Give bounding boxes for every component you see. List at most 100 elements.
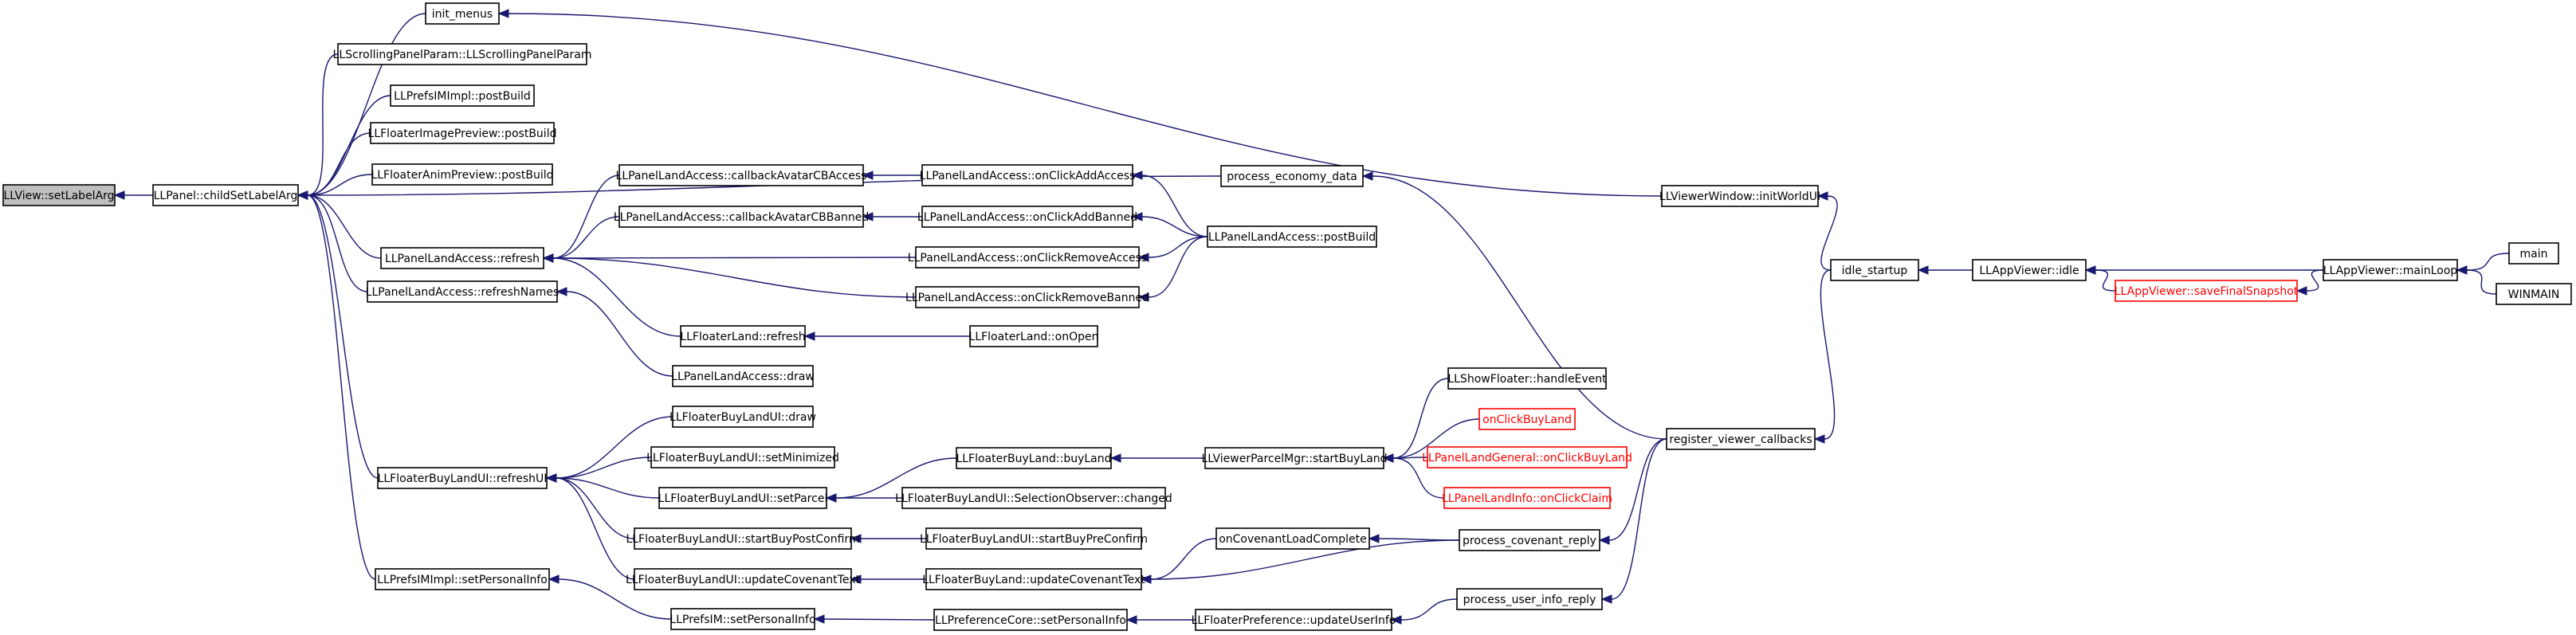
node-pla-on-click-remove-banned[interactable]: LLPanelLandAccess::onClickRemoveBanned <box>905 286 1149 308</box>
node-fblui-set-minimized[interactable]: LLFloaterBuyLandUI::setMinimized <box>646 446 839 468</box>
node-label: onCovenantLoadComplete <box>1219 533 1367 546</box>
node-box <box>1972 259 2087 281</box>
arrowhead <box>542 253 554 263</box>
node-box <box>921 206 1133 228</box>
node-fblui-refresh-ui[interactable]: LLFloaterBuyLandUI::refreshUI <box>377 467 548 489</box>
edge-process-user-info-reply-to-fpref-update-user-info <box>1390 598 1458 625</box>
edge-line <box>307 194 379 479</box>
node-fbl-update-covenant-text[interactable]: LLFloaterBuyLand::updateCovenantText <box>922 568 1145 590</box>
arrowhead <box>1390 615 1402 625</box>
node-label: LLAppViewer::mainLoop <box>2323 265 2458 277</box>
arrowhead <box>825 493 837 503</box>
arrowhead <box>862 212 874 221</box>
node-label: LLFloaterPreference::updateUserInfo <box>1192 614 1396 627</box>
edge-line <box>1392 457 1428 459</box>
node-fblui-start-buy-pre-confirm[interactable]: LLFloaterBuyLandUI::startBuyPreConfirm <box>920 527 1148 550</box>
node-prefs-im-post-build[interactable]: LLPrefsIMImpl::postBuild <box>390 84 535 107</box>
node-cb-avatar-access[interactable]: LLPanelLandAccess::callbackAvatarCBAcces… <box>616 164 867 186</box>
node-pla-refresh[interactable]: LLPanelLandAccess::refresh <box>380 247 544 269</box>
node-label: register_viewer_callbacks <box>1669 433 1812 446</box>
node-fpref-update-user-info[interactable]: LLFloaterPreference::updateUserInfo <box>1192 609 1396 631</box>
arrowhead <box>2084 265 2096 275</box>
node-img-preview-post-build[interactable]: LLFloaterImagePreview::postBuild <box>368 122 557 144</box>
edge-idle-startup-to-register-viewer-callbacks <box>1813 269 1836 444</box>
edge-line <box>1820 195 1838 271</box>
node-label: WINMAIN <box>2508 288 2560 301</box>
node-label: LLScrollingPanelParam::LLScrollingPanelP… <box>333 49 592 61</box>
node-label: process_covenant_reply <box>1463 535 1596 547</box>
node-pla-on-click-add-access[interactable]: LLPanelLandAccess::onClickAddAccess <box>920 164 1136 186</box>
node-box <box>921 164 1133 186</box>
node-pla-post-build[interactable]: LLPanelLandAccess::postBuild <box>1207 225 1377 248</box>
node-prefs-im-set-personal-info[interactable]: LLPrefsIM::setPersonalInfo <box>670 608 816 630</box>
arrowhead <box>545 473 557 483</box>
call-edges <box>113 9 2510 625</box>
edge-pref-core-set-personal-info-to-prefs-im-set-personal-info <box>813 614 935 624</box>
arrowhead <box>803 331 815 341</box>
edge-fl-on-open-to-fl-refresh <box>803 331 971 341</box>
node-label: LLPreferenceCore::setPersonalInfo <box>935 614 1126 627</box>
node-label: LLPanelLandAccess::callbackAvatarCBAcces… <box>616 170 867 182</box>
node-winmain[interactable]: WINMAIN <box>2496 283 2572 305</box>
node-fblui-update-covenant-text[interactable]: LLFloaterBuyLandUI::updateCovenantText <box>626 568 860 590</box>
edge-line <box>552 257 681 337</box>
edge-line <box>1378 538 1460 541</box>
node-on-covenant-load-complete[interactable]: onCovenantLoadComplete <box>1215 527 1370 550</box>
node-label: LLPrefsIMImpl::setPersonalInfo <box>377 574 548 586</box>
node-box <box>670 608 815 630</box>
edge-register-viewer-callbacks-to-process-covenant-reply <box>1598 438 1667 545</box>
node-idle-startup[interactable]: idle_startup <box>1830 259 1919 281</box>
node-fblui-sel-obs-changed[interactable]: LLFloaterBuyLandUI::SelectionObserver::c… <box>895 487 1172 509</box>
node-box <box>1220 165 1364 187</box>
node-box <box>1459 529 1600 551</box>
node-app-idle[interactable]: LLAppViewer::idle <box>1972 259 2087 281</box>
node-process-covenant-reply[interactable]: process_covenant_reply <box>1459 529 1600 551</box>
node-app-save-final-snapshot[interactable]: LLAppViewer::saveFinalSnapshot <box>2115 280 2299 302</box>
node-vpm-start-buy-land[interactable]: LLViewerParcelMgr::startBuyLand <box>1201 447 1388 469</box>
node-fblui-draw[interactable]: LLFloaterBuyLandUI::draw <box>670 406 816 428</box>
node-register-viewer-callbacks[interactable]: register_viewer_callbacks <box>1666 428 1816 450</box>
node-app-main-loop[interactable]: LLAppViewer::mainLoop <box>2323 259 2458 281</box>
node-pref-core-set-personal-info[interactable]: LLPreferenceCore::setPersonalInfo <box>933 609 1128 631</box>
node-plg-on-click-buy-land[interactable]: LLPanelLandGeneral::onClickBuyLand <box>1422 446 1632 468</box>
node-main[interactable]: main <box>2508 242 2559 265</box>
node-label: LLPanelLandAccess::draw <box>671 370 815 383</box>
node-child-set-label-arg[interactable]: LLPanel::childSetLabelArg <box>152 184 299 206</box>
edge-fpref-update-user-info-to-pref-core-set-personal-info <box>1125 615 1196 625</box>
edge-pla-post-build-to-pla-on-click-remove-banned <box>1137 236 1208 302</box>
node-process-economy-data[interactable]: process_economy_data <box>1220 165 1364 187</box>
node-on-click-buy-land[interactable]: onClickBuyLand <box>1478 408 1576 430</box>
node-fl-refresh[interactable]: LLFloaterLand::refresh <box>680 325 806 347</box>
node-pla-draw[interactable]: LLPanelLandAccess::draw <box>671 365 815 387</box>
node-label: LLFloaterBuyLandUI::updateCovenantText <box>626 574 860 586</box>
node-anim-preview-post-build[interactable]: LLFloaterAnimPreview::postBuild <box>371 163 554 186</box>
edge-pla-refresh-to-child-set-label-arg <box>296 190 382 259</box>
node-pli-on-click-claim[interactable]: LLPanelLandInfo::onClickClaim <box>1442 487 1612 509</box>
node-process-user-info-reply[interactable]: process_user_info_reply <box>1456 588 1603 610</box>
node-label: LLFloaterBuyLandUI::startBuyPostConfirm <box>626 533 859 546</box>
node-fblui-start-buy-post-confirm[interactable]: LLFloaterBuyLandUI::startBuyPostConfirm <box>626 527 860 550</box>
arrowhead <box>1131 171 1143 180</box>
arrowhead <box>556 287 567 296</box>
arrowhead <box>813 614 825 624</box>
node-init-menus[interactable]: init_menus <box>425 2 500 25</box>
node-pla-refresh-names[interactable]: LLPanelLandAccess::refreshNames <box>366 280 560 303</box>
node-fblui-set-parcel[interactable]: LLFloaterBuyLandUI::setParcel <box>658 487 828 509</box>
node-vw-init-world-ui[interactable]: LLViewerWindow::initWorldUI <box>1659 185 1820 207</box>
node-set-label-arg[interactable]: LLView::setLabelArg <box>2 184 116 206</box>
node-fbl-buy-land[interactable]: LLFloaterBuyLand::buyLand <box>956 447 1112 469</box>
node-pla-on-click-add-banned[interactable]: LLPanelLandAccess::onClickAddBanned <box>917 206 1137 228</box>
edge-line <box>307 174 373 196</box>
arrowhead <box>850 574 862 584</box>
node-scroll-param[interactable]: LLScrollingPanelParam::LLScrollingPanelP… <box>333 43 592 65</box>
node-pla-on-click-remove-access[interactable]: LLPanelLandAccess::onClickRemoveAccess <box>908 246 1147 269</box>
node-box <box>1830 259 1919 281</box>
node-show-floater-handle-event[interactable]: LLShowFloater::handleEvent <box>1447 367 1607 390</box>
node-cb-avatar-banned[interactable]: LLPanelLandAccess::callbackAvatarCBBanne… <box>614 206 869 228</box>
node-label: LLPanelLandAccess::refreshNames <box>366 286 560 299</box>
node-prefs-set-personal-info[interactable]: LLPrefsIMImpl::setPersonalInfo <box>375 568 550 590</box>
node-fl-on-open[interactable]: LLFloaterLand::onOpen <box>969 325 1099 347</box>
node-label: LLPanelLandAccess::onClickRemoveBanned <box>905 292 1149 304</box>
node-box <box>425 2 500 25</box>
edge-idle-startup-to-vw-init-world-ui <box>1816 191 1838 271</box>
